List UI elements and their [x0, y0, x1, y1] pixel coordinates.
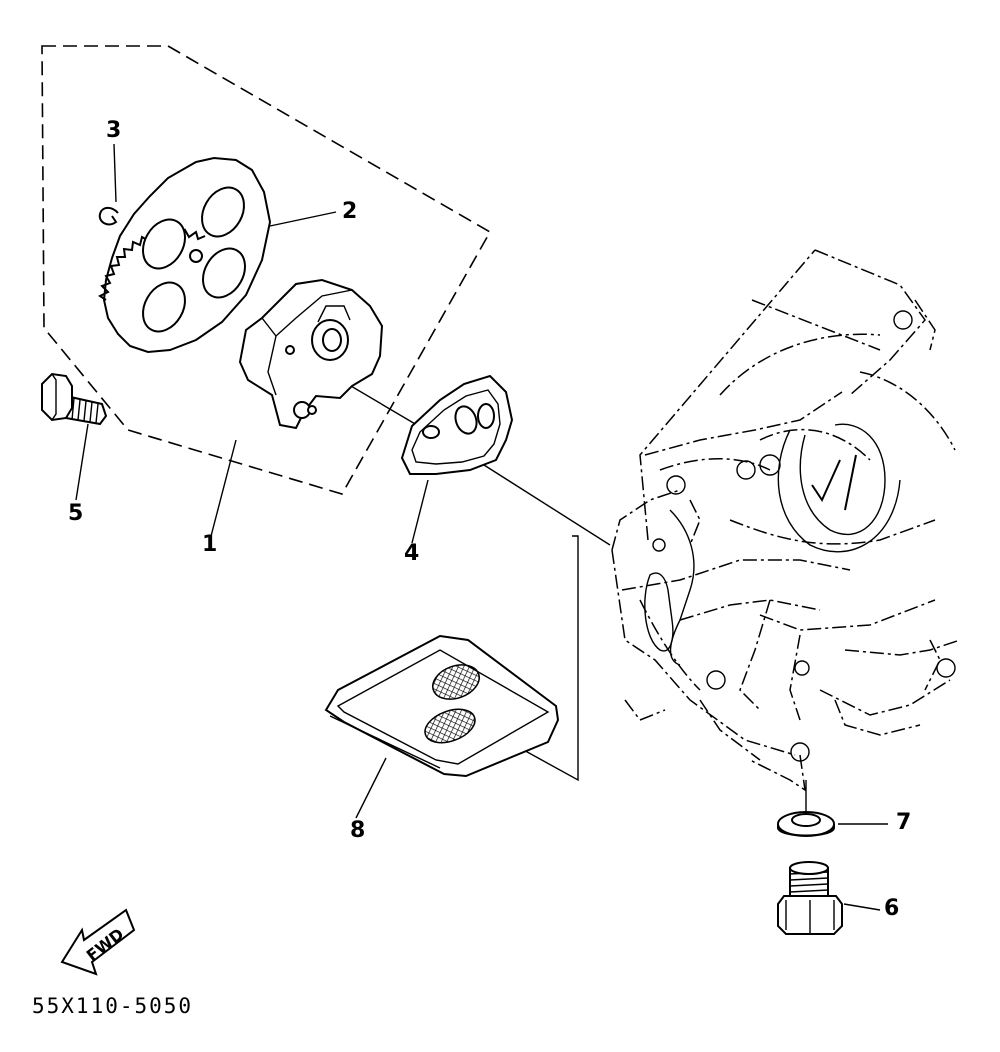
callout-5: 5: [68, 501, 84, 526]
callout-7: 7: [896, 810, 912, 835]
strainer-bracket-line: [519, 535, 579, 782]
drawing-code: 55X110-5050: [32, 994, 194, 1018]
circlip: [98, 206, 119, 226]
leader-lines: [75, 143, 888, 911]
drain-plug: [777, 861, 843, 935]
oil-strainer: [324, 634, 560, 778]
crankcase-outline: [611, 249, 961, 792]
oil-pump-body: [238, 278, 384, 430]
oil-pump-assembly-outline: [41, 45, 492, 495]
pump-gasket: [400, 374, 514, 475]
callout-6: 6: [884, 896, 900, 921]
bolt: [41, 372, 108, 426]
fwd-arrow-icon: FWD: [60, 908, 136, 976]
callout-2: 2: [342, 199, 358, 224]
drain-washer: [777, 780, 835, 837]
strainer-mesh: [424, 708, 476, 744]
callout-8: 8: [350, 818, 366, 843]
callout-4: 4: [404, 541, 420, 566]
pump-driven-gear: [98, 156, 272, 354]
strainer-mesh: [432, 664, 480, 700]
callout-1: 1: [202, 532, 218, 557]
callout-3: 3: [106, 118, 122, 143]
